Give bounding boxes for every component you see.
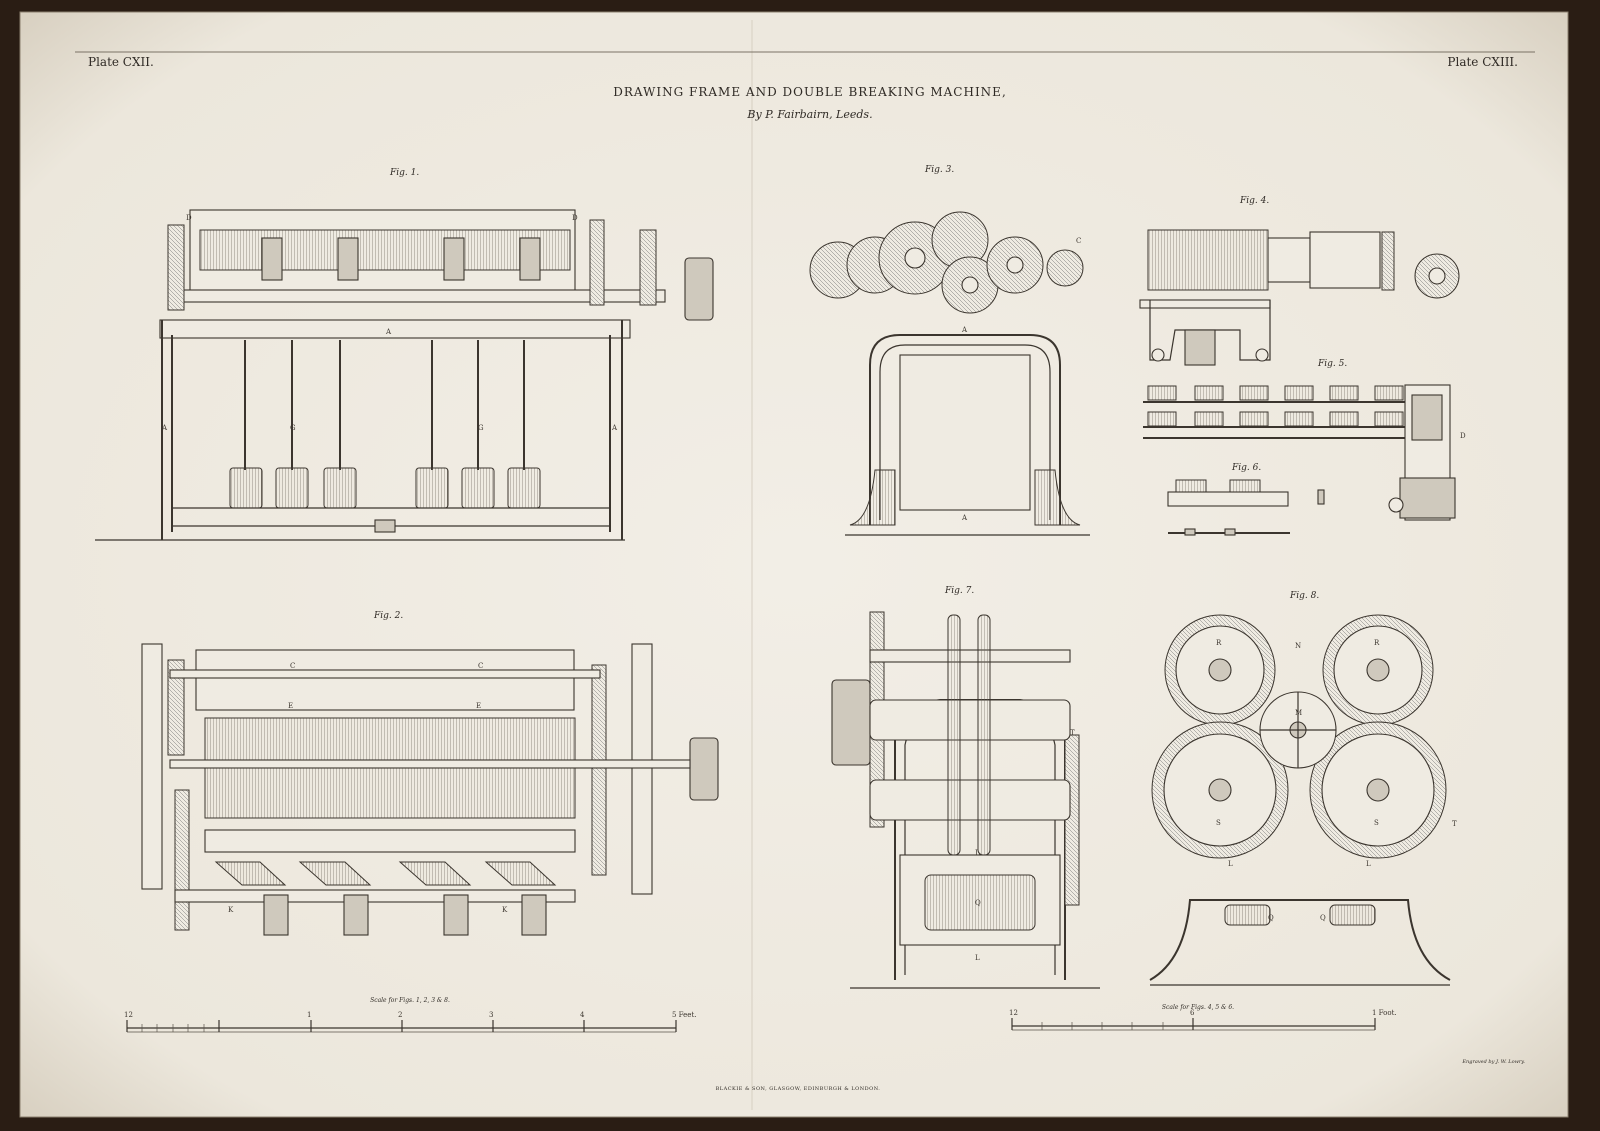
svg-text:S: S bbox=[1216, 819, 1221, 827]
svg-text:A: A bbox=[961, 514, 968, 522]
svg-text:E: E bbox=[476, 702, 481, 710]
figure-7-label: Fig. 7. bbox=[944, 586, 974, 596]
svg-text:E: E bbox=[288, 702, 293, 710]
svg-text:2: 2 bbox=[398, 1011, 402, 1019]
svg-text:T: T bbox=[1452, 820, 1457, 828]
figure-4-drafting-roller-detail: Fig. 4. bbox=[1139, 196, 1460, 366]
figure-4-label: Fig. 4. bbox=[1239, 196, 1269, 206]
svg-text:K: K bbox=[228, 906, 234, 914]
fig2-trumpet-plates bbox=[214, 861, 557, 886]
fig1-weight-rods bbox=[244, 340, 525, 470]
plate-subtitle: By P. Fairbairn, Leeds. bbox=[746, 108, 872, 121]
scale-right-caption: Scale for Figs. 4, 5 & 6. bbox=[1162, 1004, 1234, 1011]
paper-sheet bbox=[19, 11, 1569, 1118]
figure-7-breaking-machine-front: Fig. 7. L Q L T bbox=[831, 586, 1100, 989]
plate-number-right: Plate CXIII. bbox=[1447, 55, 1518, 69]
svg-text:5 Feet.: 5 Feet. bbox=[672, 1011, 696, 1019]
svg-text:C: C bbox=[1076, 237, 1081, 245]
svg-text:A: A bbox=[385, 328, 392, 336]
figure-3-end-view: Fig. 3. A A C bbox=[809, 165, 1090, 536]
figure-6-gill-detail: Fig. 6. bbox=[1167, 463, 1325, 536]
svg-text:L: L bbox=[1366, 860, 1371, 868]
svg-text:T: T bbox=[1070, 729, 1075, 737]
figure-1-label: Fig. 1. bbox=[389, 168, 419, 178]
figure-8-breaking-machine-side: Fig. 8. R R M N S S L L Q bbox=[1149, 591, 1457, 986]
fig3-gear-train bbox=[809, 211, 1084, 314]
svg-text:D: D bbox=[1460, 432, 1466, 440]
figure-5-label: Fig. 5. bbox=[1317, 359, 1347, 369]
svg-text:S: S bbox=[1374, 819, 1379, 827]
fig1-weights bbox=[229, 467, 541, 509]
svg-text:4: 4 bbox=[580, 1011, 585, 1019]
figure-8-label: Fig. 8. bbox=[1289, 591, 1319, 601]
svg-text:N: N bbox=[1295, 642, 1301, 650]
svg-text:G: G bbox=[290, 424, 296, 432]
figure-6-label: Fig. 6. bbox=[1231, 463, 1261, 473]
scale-bar-left: Scale for Figs. 1, 2, 3 & 8. 12 1 2 3 4 … bbox=[124, 997, 696, 1033]
fig7-central-discs bbox=[947, 614, 991, 856]
figure-2-label: Fig. 2. bbox=[373, 611, 403, 621]
svg-text:Q: Q bbox=[1268, 914, 1274, 922]
publisher-credit: BLACKIE & SON, GLASGOW, EDINBURGH & LOND… bbox=[716, 1086, 881, 1092]
svg-text:C: C bbox=[290, 662, 295, 670]
svg-text:12: 12 bbox=[1009, 1009, 1018, 1017]
figure-3-label: Fig. 3. bbox=[924, 165, 954, 175]
svg-text:6: 6 bbox=[1190, 1009, 1195, 1017]
svg-text:D: D bbox=[186, 214, 192, 222]
svg-text:12: 12 bbox=[124, 1011, 133, 1019]
fig5-gill-pins bbox=[1147, 385, 1404, 427]
plate-title: DRAWING FRAME AND DOUBLE BREAKING MACHIN… bbox=[613, 85, 1007, 99]
figure-2-drawing-frame-plan: Fig. 2. C C E E K K bbox=[141, 611, 719, 936]
svg-text:D: D bbox=[572, 214, 578, 222]
svg-text:L: L bbox=[1228, 860, 1233, 868]
svg-text:3: 3 bbox=[489, 1011, 493, 1019]
svg-text:K: K bbox=[502, 906, 508, 914]
figure-5-gill-bars: Fig. 5. D bbox=[1143, 359, 1466, 521]
svg-text:G: G bbox=[478, 424, 484, 432]
svg-text:C: C bbox=[478, 662, 483, 670]
svg-text:L: L bbox=[975, 849, 980, 857]
svg-text:R: R bbox=[1374, 639, 1380, 647]
svg-text:A: A bbox=[161, 424, 168, 432]
svg-text:1: 1 bbox=[307, 1011, 311, 1019]
svg-text:1 Foot.: 1 Foot. bbox=[1372, 1009, 1397, 1017]
svg-text:A: A bbox=[611, 424, 618, 432]
fig2-heads bbox=[263, 894, 547, 936]
figure-1-drawing-frame-elevation: Fig. 1. bbox=[95, 168, 714, 541]
svg-text:A: A bbox=[961, 326, 968, 334]
fig8-large-gears bbox=[1151, 614, 1447, 859]
svg-text:L: L bbox=[975, 954, 980, 962]
svg-text:Q: Q bbox=[1320, 914, 1326, 922]
svg-text:Q: Q bbox=[975, 899, 981, 907]
plate-number-left: Plate CXII. bbox=[88, 55, 154, 69]
svg-text:R: R bbox=[1216, 639, 1222, 647]
fig1-drawing-heads bbox=[261, 237, 541, 281]
engraver-credit: Engraved by J. W. Lowry. bbox=[1461, 1059, 1525, 1065]
scale-bar-right: Scale for Figs. 4, 5 & 6. 12 6 1 Foot. bbox=[1009, 1004, 1397, 1031]
scale-left-caption: Scale for Figs. 1, 2, 3 & 8. bbox=[370, 997, 450, 1004]
svg-text:M: M bbox=[1295, 709, 1302, 717]
